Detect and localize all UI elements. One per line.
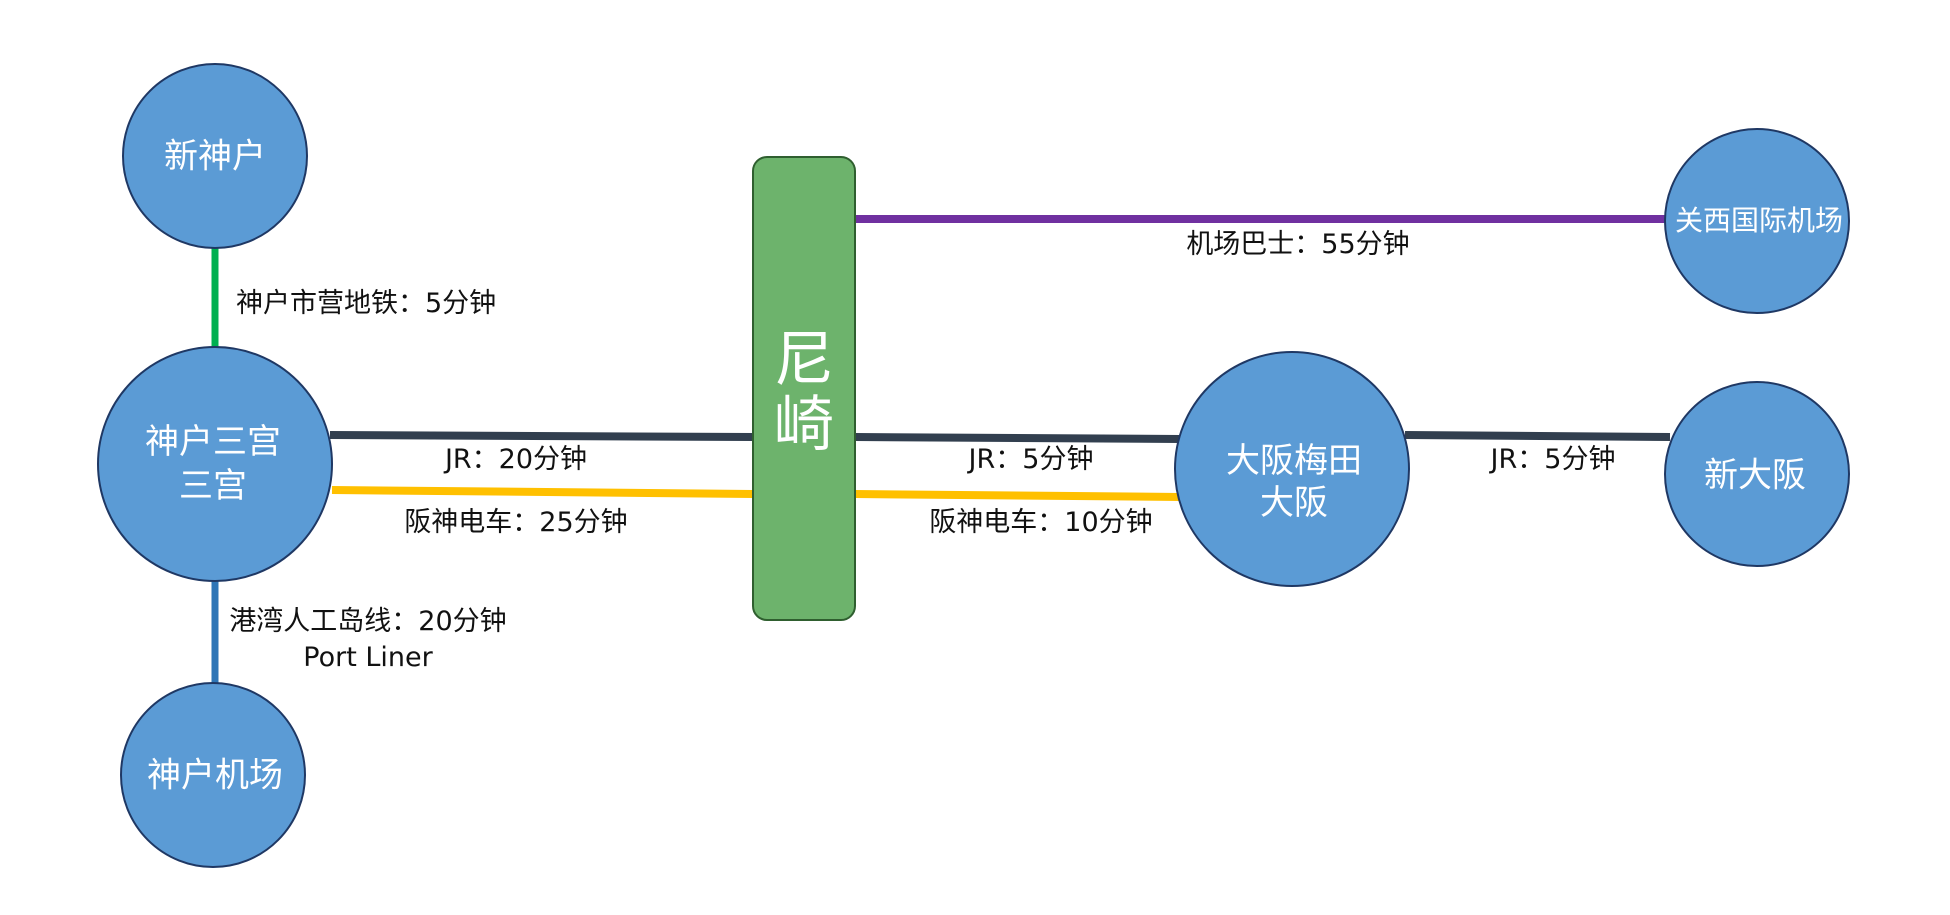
route-label-jr-osaka-shinosaka: JR：5分钟 (1489, 444, 1616, 475)
route-label-airport-bus: 机场巴士：55分钟 (1186, 229, 1409, 260)
station-kobe-airport-circle (120, 682, 306, 868)
hub-amagasaki-char-1: 尼 (774, 325, 834, 395)
line-jr-osaka-shinosaka (1404, 431, 1671, 441)
station-shinosaka-label: 新大阪 (1704, 456, 1806, 496)
station-sannomiya[interactable]: 神户三宫 三宫 (97, 346, 333, 582)
station-kansai-airport-circle (1664, 128, 1850, 314)
station-osaka-umeda-circle (1174, 351, 1410, 587)
station-sannomiya-label-2: 三宫 (179, 466, 247, 506)
station-kobe-airport-label: 神户机场 (147, 756, 283, 796)
station-osaka-umeda-label-2: 大阪 (1260, 483, 1328, 523)
hub-amagasaki-box (752, 156, 856, 621)
route-label-hanshin-amagasaki-umeda: 阪神电车：10分钟 (929, 507, 1152, 538)
station-shinkobe-circle (122, 63, 308, 249)
station-kansai-airport-label: 关西国际机场 (1675, 204, 1843, 237)
station-shinkobe-label: 新神户 (164, 137, 266, 177)
hub-amagasaki-char-2: 崎 (774, 390, 834, 460)
line-hanshin-west (331, 486, 754, 498)
route-label-hanshin-sannomiya-amagasaki: 阪神电车：25分钟 (404, 507, 627, 538)
line-hanshin-east (854, 490, 1181, 501)
line-jr-east (854, 433, 1181, 443)
station-sannomiya-circle (97, 346, 333, 582)
station-shinosaka[interactable]: 新大阪 (1664, 381, 1850, 567)
station-sannomiya-label-1: 神户三宫 (145, 422, 281, 462)
route-label-jr-sannomiya-amagasaki: JR：20分钟 (443, 444, 587, 475)
route-label-port-liner-2: Port Liner (303, 642, 433, 673)
station-shinkobe[interactable]: 新神户 (122, 63, 308, 249)
station-kobe-airport[interactable]: 神户机场 (120, 682, 306, 868)
station-kansai-airport[interactable]: 关西国际机场 (1664, 128, 1850, 314)
station-osaka-umeda-label-1: 大阪梅田 (1226, 441, 1362, 481)
line-jr-west (329, 431, 754, 441)
route-label-jr-amagasaki-osaka: JR：5分钟 (967, 444, 1094, 475)
station-osaka-umeda[interactable]: 大阪梅田 大阪 (1174, 351, 1410, 587)
hub-amagasaki[interactable]: 尼 崎 (752, 156, 856, 621)
route-label-kobe-subway: 神户市营地铁：5分钟 (236, 288, 496, 319)
station-shinosaka-circle (1664, 381, 1850, 567)
route-label-port-liner-1: 港湾人工岛线：20分钟 (229, 606, 506, 637)
